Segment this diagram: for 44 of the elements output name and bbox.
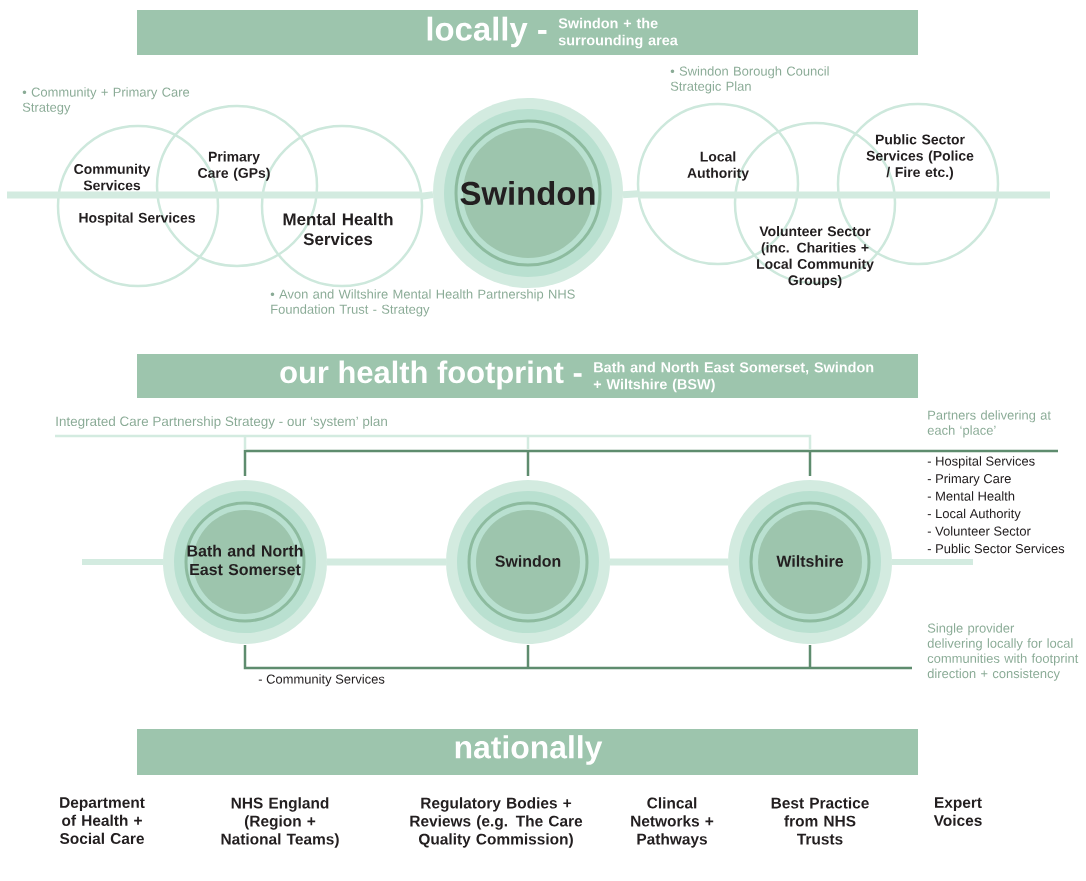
organisation-label: Expert Voices <box>933 797 982 826</box>
place-circle <box>728 480 892 644</box>
node-text: Volunteer Sector (inc. Charities + Local Community Groups) <box>757 226 874 288</box>
annotation-text: Integrated Care Partnership Strategy - our ‘system’ plan <box>56 416 387 429</box>
node-text: Swindon <box>460 180 595 206</box>
list-item: - Hospital Services <box>927 456 1035 469</box>
annotation-text: • Community + Primary Care Strategy <box>22 87 190 115</box>
organisation-label: Clincal Networks + Pathways <box>631 797 714 848</box>
node-text: Public Sector Services (Police / Fire etc.) <box>866 134 974 180</box>
section-banner <box>137 729 918 775</box>
organisation-label: Regulatory Bodies + Reviews (e.g. The Care Quality Commission) <box>410 797 583 848</box>
place-circle <box>163 480 327 644</box>
connector-line <box>420 191 434 200</box>
banner-text: Bath and North East Somerset, Swindon + Wiltshire (BSW) <box>593 361 874 393</box>
node-text: Hospital Services <box>79 212 195 226</box>
place-circle <box>446 480 610 644</box>
annotation-text: Single provider delivering locally for local communities with footprint direction + consistency <box>927 623 1079 681</box>
section-banner <box>137 10 918 55</box>
annotation-text: • Avon and Wiltshire Mental Health Partnership NHS Foundation Trust - Strategy <box>270 289 575 317</box>
list-item: - Public Sector Services <box>927 543 1065 554</box>
banner-text: nationally <box>455 735 603 765</box>
node-text: Mental Health Services <box>283 212 393 246</box>
node-text: Local Authority <box>687 151 749 181</box>
node-text: Wiltshire <box>776 555 844 567</box>
banner-text: locally - <box>427 16 547 48</box>
node-text: Primary Care (GPs) <box>198 151 270 181</box>
list-item: - Volunteer Sector <box>927 526 1031 536</box>
node-text: Swindon <box>495 555 561 567</box>
node-text: Community Services <box>74 163 151 191</box>
list-item: - Primary Care <box>927 473 1011 486</box>
annotation-text: • Swindon Borough Council Strategic Plan <box>670 66 829 94</box>
node-text: Bath and North East Somerset <box>187 544 303 576</box>
list-item: - Community Services <box>258 674 385 687</box>
place-circle <box>433 98 623 288</box>
organisation-label: Best Practice from NHS Trusts <box>771 797 869 845</box>
banner-text: our health footprint - <box>280 360 582 390</box>
list-item: - Local Authority <box>927 508 1021 521</box>
annotation-text: Partners delivering at each ‘place’ <box>927 410 1051 438</box>
organisation-label: NHS England (Region + National Teams) <box>221 797 339 848</box>
connector-line <box>622 190 639 199</box>
section-banner <box>137 354 918 398</box>
organisation-label: Department of Health + Social Care <box>59 797 145 845</box>
list-item: - Mental Health <box>927 491 1015 501</box>
banner-text: Swindon + the surrounding area <box>558 17 678 49</box>
